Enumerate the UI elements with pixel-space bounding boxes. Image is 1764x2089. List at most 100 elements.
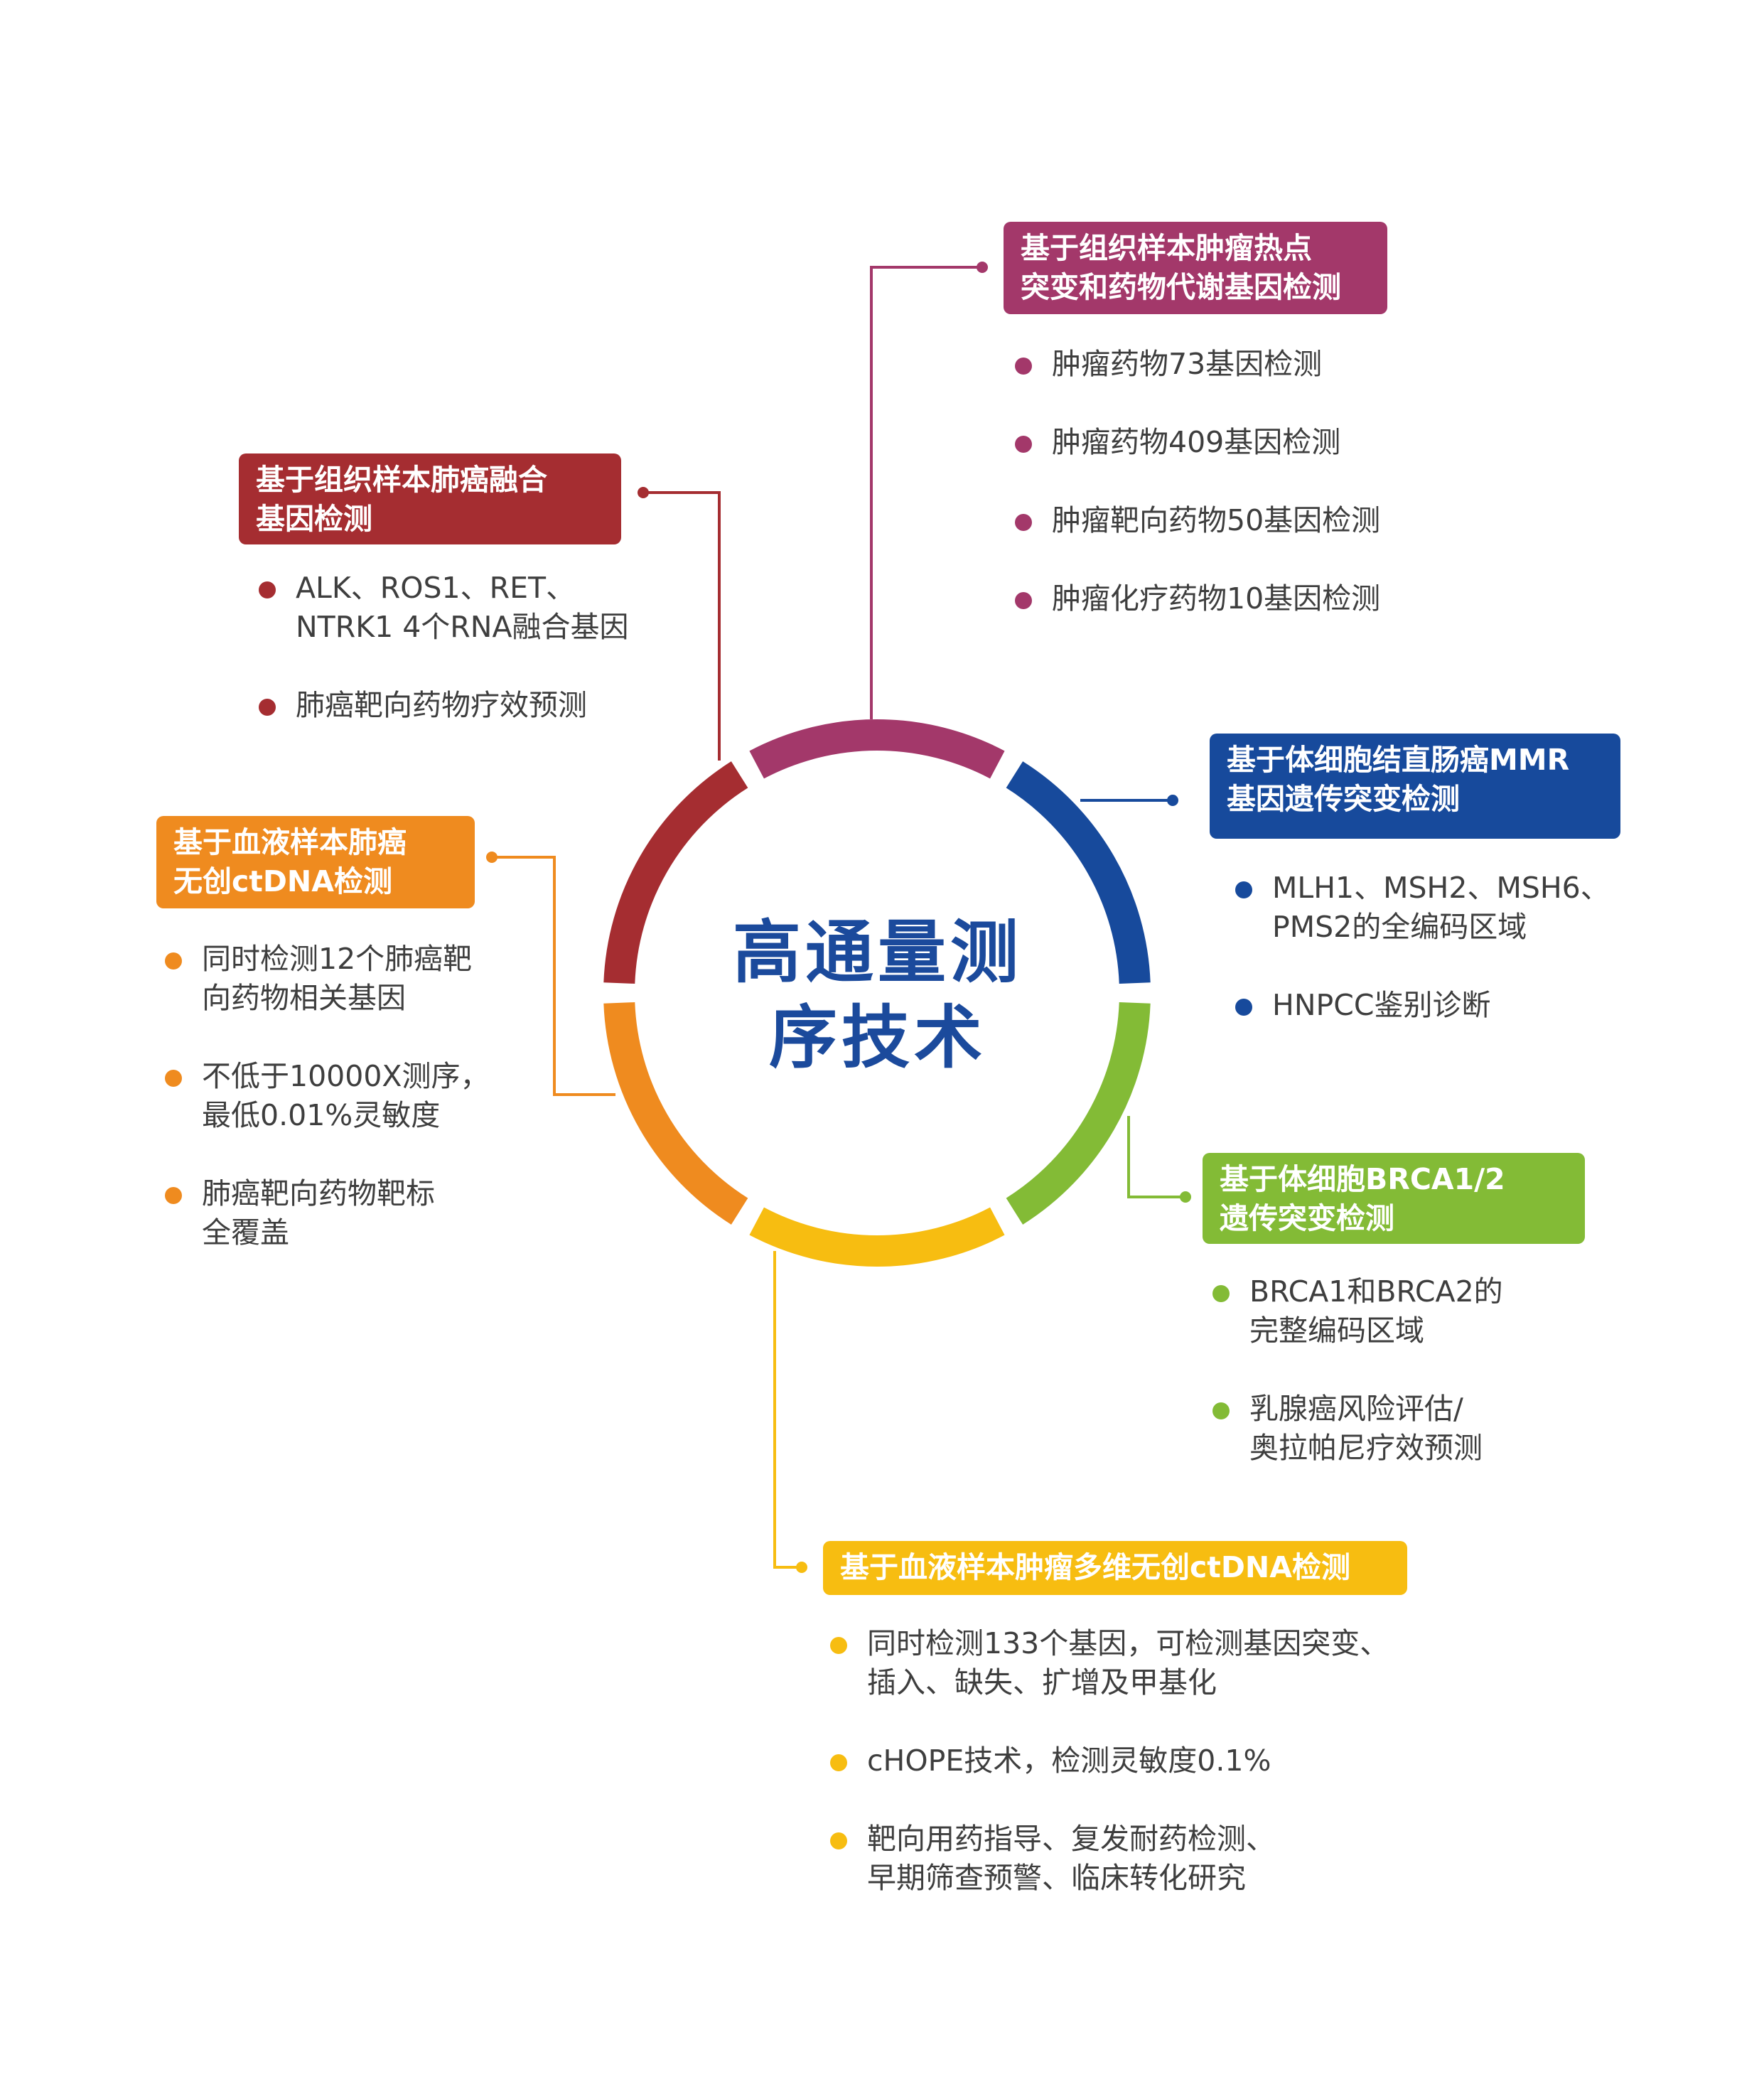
center-title-line-2: 序技术 xyxy=(769,998,986,1078)
item-text: 肺癌靶向药物疗效预测 xyxy=(296,688,587,722)
tag-title-line-1: 基于组织样本肺癌融合 xyxy=(256,463,547,497)
center-title-line-1: 高通量测 xyxy=(733,913,1023,992)
tag-title-line-2: 基因遗传突变检测 xyxy=(1227,782,1460,816)
bullet-dot xyxy=(165,1187,182,1204)
list-item: HNPCC鉴别诊断 xyxy=(1235,986,1610,1025)
item-text: ALK、ROS1、RET、 xyxy=(296,571,576,605)
tag-somatic-mmr: 基于体细胞结直肠癌MMR 基因遗传突变检测 xyxy=(1210,734,1620,839)
ring-segment-red xyxy=(603,761,748,984)
item-text: PMS2的全编码区域 xyxy=(1272,910,1527,944)
list-item: 肿瘤药物409基因检测 xyxy=(1015,423,1380,462)
tag-title-line-1: 基于血液样本肿瘤多维无创ctDNA检测 xyxy=(840,1550,1350,1584)
item-text: 全覆盖 xyxy=(202,1215,289,1250)
connector-dot-orange xyxy=(486,852,498,863)
connector-line-orange xyxy=(492,856,615,1096)
item-text: NTRK1 4个RNA融合基因 xyxy=(296,610,629,644)
list-item: 不低于10000X测序， 最低0.01%灵敏度 xyxy=(165,1057,490,1135)
item-text: MLH1、MSH2、MSH6、 xyxy=(1272,871,1610,905)
item-text: 不低于10000X测序， xyxy=(202,1059,490,1093)
list-tissue-tumor-hotspot: 肿瘤药物73基因检测 肿瘤药物409基因检测 肿瘤靶向药物50基因检测 肿瘤化疗… xyxy=(1015,345,1380,657)
bullet-dot xyxy=(1015,514,1032,531)
item-text: cHOPE技术，检测灵敏度0.1% xyxy=(867,1744,1271,1778)
list-item: BRCA1和BRCA2的完整编码区域 xyxy=(1212,1272,1503,1350)
tag-blood-lung-ctdna: 基于血液样本肺癌 无创ctDNA检测 xyxy=(156,816,475,908)
connector-dot-red xyxy=(638,487,649,498)
list-item: 靶向用药指导、复发耐药检测、早期筛查预警、临床转化研究 xyxy=(830,1820,1389,1898)
bullet-dot xyxy=(165,1070,182,1087)
bullet-dot xyxy=(259,581,276,598)
list-item: 肿瘤化疗药物10基因检测 xyxy=(1015,579,1380,618)
list-item: cHOPE技术，检测灵敏度0.1% xyxy=(830,1741,1389,1781)
item-text: 肿瘤靶向药物50基因检测 xyxy=(1052,503,1381,537)
bullet-dot xyxy=(1235,999,1252,1016)
list-tissue-lung-fusion: ALK、ROS1、RET、 NTRK1 4个RNA融合基因 肺癌靶向药物疗效预测 xyxy=(259,569,629,764)
connector-dot-purple xyxy=(977,262,988,273)
tag-tissue-lung-fusion: 基于组织样本肺癌融合 基因检测 xyxy=(239,453,621,544)
item-text: 完整编码区域 xyxy=(1249,1314,1424,1348)
bullet-dot xyxy=(1015,436,1032,453)
item-text: 同时检测133个基因，可检测基因突变、 xyxy=(867,1626,1389,1660)
bullet-dot xyxy=(830,1637,847,1654)
item-text: 奥拉帕尼疗效预测 xyxy=(1249,1431,1483,1465)
ring-segment-orange xyxy=(603,1001,748,1225)
connector-line-red xyxy=(643,491,721,761)
connector-dot-green xyxy=(1180,1191,1191,1203)
list-item: 乳腺癌风险评估/奥拉帕尼疗效预测 xyxy=(1212,1390,1503,1468)
connector-line-purple xyxy=(870,266,982,719)
list-item: 肿瘤靶向药物50基因检测 xyxy=(1015,501,1380,540)
connector-dot-yellow xyxy=(796,1562,807,1573)
connector-line-yellow xyxy=(773,1251,802,1569)
tag-tissue-tumor-hotspot: 基于组织样本肿瘤热点 突变和药物代谢基因检测 xyxy=(1004,222,1387,314)
item-text: 最低0.01%灵敏度 xyxy=(202,1098,441,1132)
connectors xyxy=(486,262,1191,1573)
tag-title-line-1: 基于体细胞结直肠癌MMR xyxy=(1227,743,1570,777)
list-somatic-mmr: MLH1、MSH2、MSH6、 PMS2的全编码区域 HNPCC鉴别诊断 xyxy=(1235,869,1610,1064)
item-text: 向药物相关基因 xyxy=(202,981,406,1015)
bullet-dot xyxy=(165,952,182,970)
tag-title-line-2: 遗传突变检测 xyxy=(1220,1201,1394,1235)
item-text: 早期筛查预警、临床转化研究 xyxy=(867,1861,1246,1895)
tag-title-line-2: 基因检测 xyxy=(256,502,372,536)
list-item: ALK、ROS1、RET、 NTRK1 4个RNA融合基因 xyxy=(259,569,629,647)
bullet-dot xyxy=(1212,1402,1230,1419)
item-text: 肺癌靶向药物靶标 xyxy=(202,1176,435,1210)
tag-blood-tumor-ctdna: 基于血液样本肿瘤多维无创ctDNA检测 xyxy=(823,1541,1407,1595)
tag-title-line-1: 基于组织样本肿瘤热点 xyxy=(1021,231,1312,265)
bullet-dot xyxy=(1212,1285,1230,1302)
list-item: 肺癌靶向药物靶标全覆盖 xyxy=(165,1174,490,1252)
center-title: 高通量测 序技术 xyxy=(711,910,1045,1080)
list-blood-lung-ctdna: 同时检测12个肺癌靶向药物相关基因 不低于10000X测序， 最低0.01%灵敏度… xyxy=(165,940,490,1291)
item-text: 靶向用药指导、复发耐药检测、 xyxy=(867,1822,1275,1856)
list-item: 同时检测12个肺癌靶向药物相关基因 xyxy=(165,940,490,1018)
bullet-dot xyxy=(830,1832,847,1849)
ring-segment-green xyxy=(1006,1001,1151,1225)
item-text: HNPCC鉴别诊断 xyxy=(1272,988,1491,1022)
item-text: 肿瘤药物73基因检测 xyxy=(1052,347,1323,381)
item-text: BRCA1和BRCA2的 xyxy=(1249,1274,1503,1309)
bullet-dot xyxy=(259,699,276,716)
list-item: 同时检测133个基因，可检测基因突变、插入、缺失、扩增及甲基化 xyxy=(830,1624,1389,1702)
bullet-dot xyxy=(1235,881,1252,898)
connector-dot-blue xyxy=(1167,795,1178,806)
item-text: 插入、缺失、扩增及甲基化 xyxy=(867,1665,1217,1699)
ring-segment-purple xyxy=(749,719,1005,779)
list-somatic-brca: BRCA1和BRCA2的完整编码区域 乳腺癌风险评估/奥拉帕尼疗效预测 xyxy=(1212,1272,1503,1507)
list-item: MLH1、MSH2、MSH6、 PMS2的全编码区域 xyxy=(1235,869,1610,947)
bullet-dot xyxy=(830,1754,847,1771)
list-item: 肿瘤药物73基因检测 xyxy=(1015,345,1380,384)
item-text: 同时检测12个肺癌靶 xyxy=(202,942,473,976)
ring-segment-blue xyxy=(1006,761,1151,984)
list-item: 肺癌靶向药物疗效预测 xyxy=(259,686,629,725)
tag-title-line-2: 突变和药物代谢基因检测 xyxy=(1021,270,1341,304)
connector-line-green xyxy=(1127,1116,1185,1198)
bullet-dot xyxy=(1015,358,1032,375)
bullet-dot xyxy=(1015,592,1032,609)
tag-title-line-2: 无创ctDNA检测 xyxy=(173,864,392,898)
center-ring xyxy=(603,719,1151,1267)
item-text: 乳腺癌风险评估/ xyxy=(1249,1392,1463,1426)
tag-title-line-1: 基于血液样本肺癌 xyxy=(173,825,407,859)
tag-title-line-1: 基于体细胞BRCA1/2 xyxy=(1220,1162,1505,1196)
list-blood-tumor-ctdna: 同时检测133个基因，可检测基因突变、插入、缺失、扩增及甲基化 cHOPE技术，… xyxy=(830,1624,1389,1937)
item-text: 肿瘤药物409基因检测 xyxy=(1052,425,1341,459)
